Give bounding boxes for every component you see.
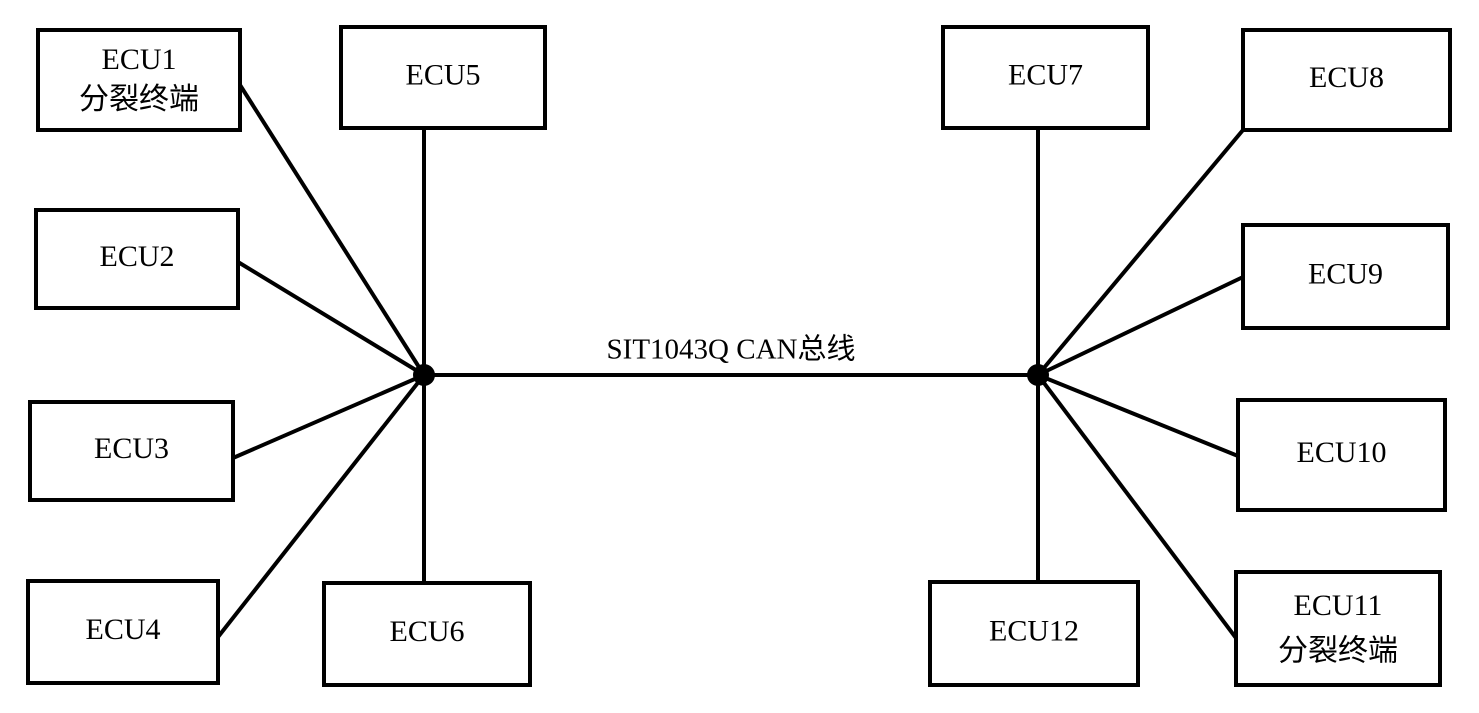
ecu-box-outline-ecu8 bbox=[1241, 28, 1452, 132]
ecu-box-outline-ecu5 bbox=[339, 25, 547, 130]
ecu-box-outline-ecu11 bbox=[1234, 570, 1442, 687]
ecu-box-ecu10[interactable]: ECU10 bbox=[1236, 398, 1447, 512]
ecu-label-ecu6: ECU6 bbox=[390, 615, 465, 648]
left-hub-node bbox=[413, 364, 435, 386]
ecu-label-ecu2: ECU2 bbox=[100, 240, 175, 273]
link-ecu3-left-hub bbox=[232, 373, 425, 460]
ecu-box-ecu7[interactable]: ECU7 bbox=[941, 25, 1150, 130]
ecu-box-ecu11[interactable]: ECU11 分裂终端 bbox=[1234, 570, 1442, 687]
ecu-label-ecu1: ECU1 bbox=[102, 43, 177, 76]
ecu-box-outline-ecu9 bbox=[1241, 223, 1450, 330]
ecu-label-ecu11: ECU11 bbox=[1294, 589, 1383, 622]
ecu-box-ecu12[interactable]: ECU12 bbox=[928, 580, 1140, 687]
ecu-box-ecu3[interactable]: ECU3 bbox=[28, 400, 235, 502]
ecu-box-outline-ecu10 bbox=[1236, 398, 1447, 512]
ecu-label-ecu5: ECU5 bbox=[406, 58, 481, 91]
ecu-label-ecu3: ECU3 bbox=[94, 432, 169, 465]
ecu-sublabel-ecu11: 分裂终端 bbox=[1278, 634, 1398, 667]
ecu-box-ecu6[interactable]: ECU6 bbox=[322, 581, 532, 687]
bus-label-layer: SIT1043Q CAN总线 bbox=[607, 333, 856, 366]
ecu-label-ecu4: ECU4 bbox=[86, 613, 161, 646]
ecu-label-ecu8: ECU8 bbox=[1309, 61, 1384, 94]
ecu-label-ecu7: ECU7 bbox=[1008, 58, 1083, 91]
ecu-box-outline-ecu2 bbox=[34, 208, 240, 310]
ecu-sublabel-ecu1: 分裂终端 bbox=[79, 83, 199, 116]
link-ecu2-left-hub bbox=[236, 260, 426, 377]
hubs-layer bbox=[413, 364, 1049, 386]
link-ecu11-right-hub bbox=[1036, 373, 1238, 640]
ecu-box-outline-ecu1 bbox=[36, 28, 242, 132]
ecu-box-outline-ecu12 bbox=[928, 580, 1140, 687]
link-ecu8-right-hub bbox=[1036, 128, 1245, 377]
ecu-box-outline-ecu6 bbox=[322, 581, 532, 687]
right-hub-node bbox=[1027, 364, 1049, 386]
link-ecu10-right-hub bbox=[1037, 373, 1239, 458]
ecu-box-ecu5[interactable]: ECU5 bbox=[339, 25, 547, 130]
ecu-box-ecu2[interactable]: ECU2 bbox=[34, 208, 240, 310]
link-ecu4-left-hub bbox=[216, 373, 426, 639]
ecu-box-outline-ecu7 bbox=[941, 25, 1150, 130]
ecu-label-ecu10: ECU10 bbox=[1297, 436, 1387, 469]
links-layer bbox=[216, 83, 1245, 640]
ecu-label-ecu12: ECU12 bbox=[989, 614, 1079, 647]
ecu-box-ecu4[interactable]: ECU4 bbox=[26, 579, 220, 685]
ecu-box-ecu9[interactable]: ECU9 bbox=[1241, 223, 1450, 330]
link-ecu9-right-hub bbox=[1037, 275, 1244, 377]
ecu-box-outline-ecu4 bbox=[26, 579, 220, 685]
ecu-box-outline-ecu3 bbox=[28, 400, 235, 502]
ecu-label-ecu9: ECU9 bbox=[1308, 257, 1383, 290]
can-bus-label: SIT1043Q CAN总线 bbox=[607, 333, 856, 366]
ecu-box-ecu8[interactable]: ECU8 bbox=[1241, 28, 1452, 132]
ecu-box-ecu1[interactable]: ECU1 分裂终端 bbox=[36, 28, 242, 132]
link-ecu1-left-hub bbox=[238, 83, 426, 377]
